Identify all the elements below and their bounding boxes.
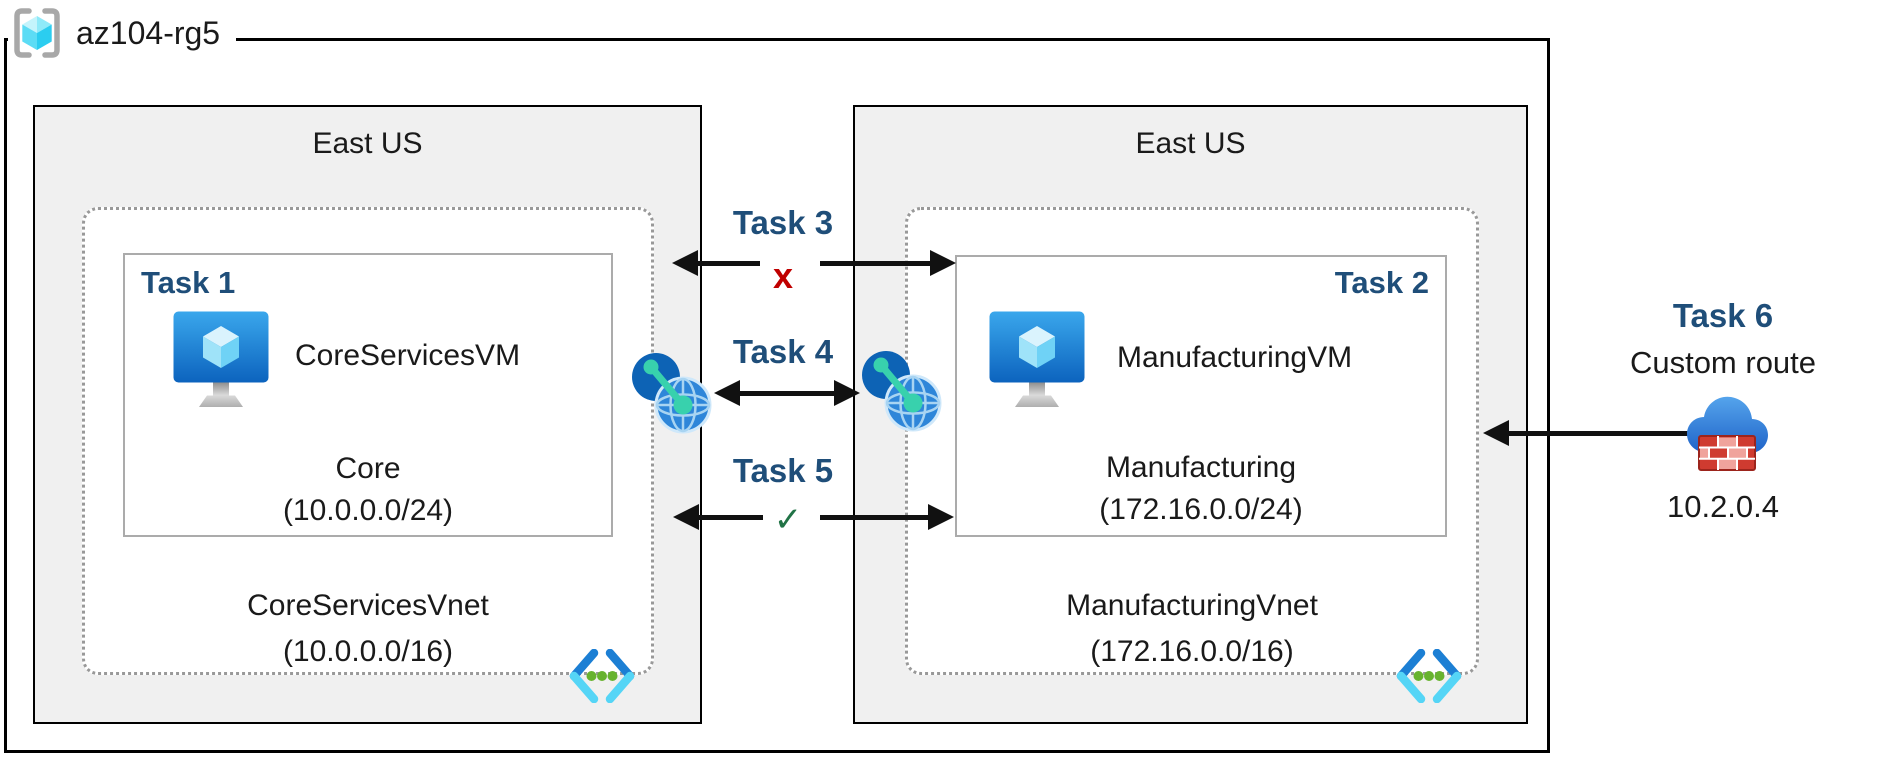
manufacturing-vnet-box: Task 2 ManufacturingVM Manufacturing xyxy=(905,207,1479,703)
task3-label: Task 3 xyxy=(732,204,834,241)
virtual-network-icon xyxy=(1396,649,1462,703)
manufacturing-vm-name: ManufacturingVM xyxy=(1117,341,1353,374)
nva-cloud-firewall-icon xyxy=(1687,396,1768,471)
region-right-title: East US xyxy=(1135,127,1246,160)
manufacturing-subnet-box: Task 2 ManufacturingVM Manufacturing xyxy=(955,255,1447,537)
core-subnet-box: Task 1 xyxy=(123,253,613,537)
region-right: East US Task 2 Manufactur xyxy=(853,105,1528,724)
core-subnet-cidr: (10.0.0.0/24) xyxy=(282,494,454,527)
task1-label: Task 1 xyxy=(141,265,236,300)
task3-arrowhead-left xyxy=(672,250,698,276)
task5-arrowhead-left xyxy=(673,504,699,530)
core-vnet-name: CoreServicesVnet xyxy=(247,589,489,622)
virtual-machine-icon xyxy=(173,311,269,407)
task3-arrow-line-left xyxy=(694,261,760,266)
virtual-machine-icon xyxy=(989,311,1085,407)
virtual-network-icon xyxy=(569,649,635,703)
task5-arrowhead-right xyxy=(928,504,954,530)
manufacturing-subnet-cidr: (172.16.0.0/24) xyxy=(1099,493,1303,526)
vnet-peering-icon xyxy=(632,353,712,434)
task5-label: Task 5 xyxy=(732,452,834,489)
task4-label: Task 4 xyxy=(732,333,834,370)
core-vm-name: CoreServicesVM xyxy=(295,339,521,372)
manufacturing-vnet-name: ManufacturingVnet xyxy=(1066,589,1318,622)
task4-arrowhead-left xyxy=(714,380,740,406)
task6-arrowhead-left xyxy=(1483,420,1509,446)
task3-arrow-line-right xyxy=(820,261,930,266)
core-vnet-cidr: (10.0.0.0/16) xyxy=(282,635,454,668)
task2-label: Task 2 xyxy=(1334,265,1429,300)
task3-arrowhead-right xyxy=(930,250,956,276)
cross-icon: x xyxy=(772,255,794,296)
task6-ip-address: 10.2.0.4 xyxy=(1666,489,1780,524)
resource-group-box xyxy=(4,38,1550,753)
resource-group-label: az104-rg5 xyxy=(8,4,237,62)
resource-group-icon xyxy=(14,8,60,58)
check-icon: ✓ xyxy=(773,501,803,539)
manufacturing-vnet-cidr: (172.16.0.0/16) xyxy=(1090,635,1294,668)
core-subnet-name: Core xyxy=(335,452,401,485)
manufacturing-subnet-name: Manufacturing xyxy=(1105,451,1297,484)
task6-description: Custom route xyxy=(1629,345,1817,380)
task6-label: Task 6 xyxy=(1672,297,1774,334)
task5-arrow-line-right xyxy=(820,515,928,520)
task6-arrow-line xyxy=(1505,431,1690,436)
task4-arrowhead-right xyxy=(834,380,860,406)
resource-group-name: az104-rg5 xyxy=(76,14,221,51)
region-left: East US Task 1 xyxy=(33,105,702,724)
task5-arrow-line-left xyxy=(695,515,763,520)
vnet-peering-icon xyxy=(862,351,942,432)
task4-arrow-line xyxy=(736,391,836,396)
region-left-title: East US xyxy=(312,127,423,160)
core-services-vnet-box: Task 1 xyxy=(82,207,654,703)
